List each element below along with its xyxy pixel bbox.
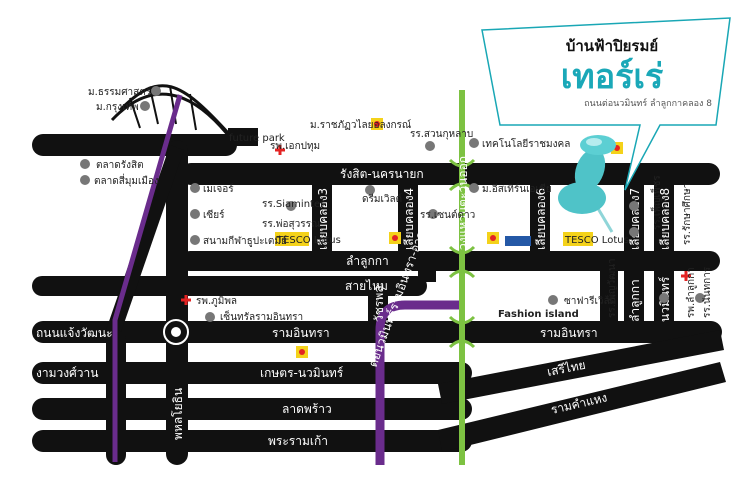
poi-tech-rajamangala: เทคโนโลยีราชมงคล [482, 137, 570, 150]
road-klong8 [654, 170, 674, 258]
road-klong4 [398, 170, 418, 258]
poi-school-raksa: รร.รักษาศึกษา [681, 183, 693, 245]
poi-krungthep: ม.กรุงเทพ [96, 102, 139, 113]
road-top [32, 134, 237, 156]
poi-siam-park: เซียร์ [203, 209, 225, 221]
poi-hosp-bhumibol: รพ.ภูมิพล [196, 296, 237, 307]
poi-talad-simummuang: ตลาดสี่มุมเมือง [94, 173, 159, 187]
label-klong4: เลียบคลอง4 [402, 188, 416, 250]
poi-tesco2: TESCO Lotus [564, 235, 629, 246]
label-chaengwattana: ถนนแจ้งวัฒนะ [36, 326, 113, 340]
poi-central-ramintra: เซ็นทรัลรามอินทรา [220, 309, 303, 323]
poi-siaminter: รร.Siaminter [262, 199, 325, 210]
label-eastern-ring: วงแหวนตะวันออก [456, 156, 470, 250]
label-ngamwongwan: งามวงศ์วาน [36, 366, 98, 380]
label-rangsit: รังสิต-นครนายก [340, 167, 424, 181]
road-klong3 [312, 170, 332, 258]
label-latphrao: ลาดพร้าว [282, 402, 332, 416]
label-saimai: สายไหม [345, 279, 388, 293]
label-ramintra-left: รามอินทรา [272, 326, 330, 340]
road-klong6 [530, 170, 550, 258]
label-klong6: เลียบคลอง6 [534, 188, 548, 250]
green-ring-road [448, 90, 476, 465]
poi-future-park: future park [229, 133, 285, 144]
road-klong7 [624, 170, 644, 258]
poi-nanthakarn: รร.นันทการ [702, 266, 713, 318]
poi-dots [80, 86, 705, 322]
label-watcharaphon: วัชรพล [372, 285, 386, 322]
label-kaset: เกษตร-นวมินทร์ [260, 366, 344, 380]
poi-suankularb: รร.สวนกุหลาบ [410, 129, 473, 140]
road-right-v [600, 270, 618, 332]
expressway-curve [110, 84, 234, 141]
road-ngamwongwan [32, 362, 472, 384]
label-lamlukka: ลำลูกกา [346, 254, 389, 269]
poi-sinthawee: รร.เซนต์ดาว [420, 209, 475, 221]
road-phahonyothin [166, 140, 188, 465]
poi-stadium: สนามกีฬาธูปะเตมีย์ [203, 235, 287, 247]
poi-talad-rangsit: ตลาดรังสิต [96, 160, 144, 171]
label-lumlukka-v: ลำลูกกา [628, 279, 643, 322]
location-pin-icon [558, 135, 616, 233]
poi-porsaoknon: รร.พ่อสุวรรณ [262, 219, 320, 230]
poi-thammasat: ม.ธรรมศาสตร์ [88, 86, 152, 98]
brand-subtitle: บ้านฟ้าปิยรมย์ [565, 37, 659, 55]
road-latphrao [32, 398, 472, 420]
label-phahonyothin: พหลโยธิน [171, 388, 185, 440]
road-eastern-ring-v [418, 262, 436, 282]
poi-safari-world: ซาฟารีเวิลด์ [564, 295, 616, 307]
poi-major: เมเจอร์ [203, 183, 234, 195]
label-ramintra-right: รามอินทรา [540, 326, 598, 340]
poi-u-eastern-asia: ม.อีสเทิร์นเอเชีย [482, 183, 552, 195]
project-callout [481, 17, 731, 191]
poi-hosp-pathum: รพ.เอกปทุม [270, 141, 320, 152]
road-lumlukka-v [624, 262, 644, 332]
label-klong8: เลียบคลอง8 [658, 188, 672, 250]
poi-school-phueng: รร.เพ็ญเพ็ชร [649, 175, 663, 230]
poi-fashion-island: Fashion island [498, 309, 579, 320]
road-ramkhamhaeng [438, 362, 726, 452]
label-klong3: เลียบคลอง3 [316, 188, 330, 250]
brand-title: เทอร์เร่ [560, 57, 664, 97]
label-pradit: พระรามเก้า [268, 434, 328, 448]
poi-hosp-lamlukka: รพ.ลำลูกกา [686, 267, 697, 318]
label-klong7: เลียบคลอง7 [628, 188, 642, 250]
store-icons [228, 118, 623, 358]
vertical-roads [106, 140, 674, 465]
poi-dreamworld: ดรีมเวิลด์ [362, 193, 402, 205]
poi-u-rajabhat: ม.ราชภัฏวไลยอลงกรณ์ [310, 119, 411, 131]
road-serithai [438, 330, 724, 404]
poi-tesco1: TESCO Lotus [276, 235, 341, 246]
purple-expressway [112, 94, 460, 465]
poi-labels: ม.ธรรมศาสตร์ ม.กรุงเทพ ตลาดรังสิต ตลาดสี… [88, 86, 713, 323]
poi-sukhumvit-school: รร.เพ็ญวัฒนา [604, 258, 618, 318]
hospital-icons [181, 145, 691, 305]
brand-block: บ้านฟ้าปิยรมย์ เทอร์เร่ ถนนต่อนวมินทร์ ล… [512, 34, 712, 110]
brand-tagline: ถนนต่อนวมินทร์ ลำลูกกาคลอง 8 [584, 99, 712, 109]
road-pradit [32, 430, 472, 452]
